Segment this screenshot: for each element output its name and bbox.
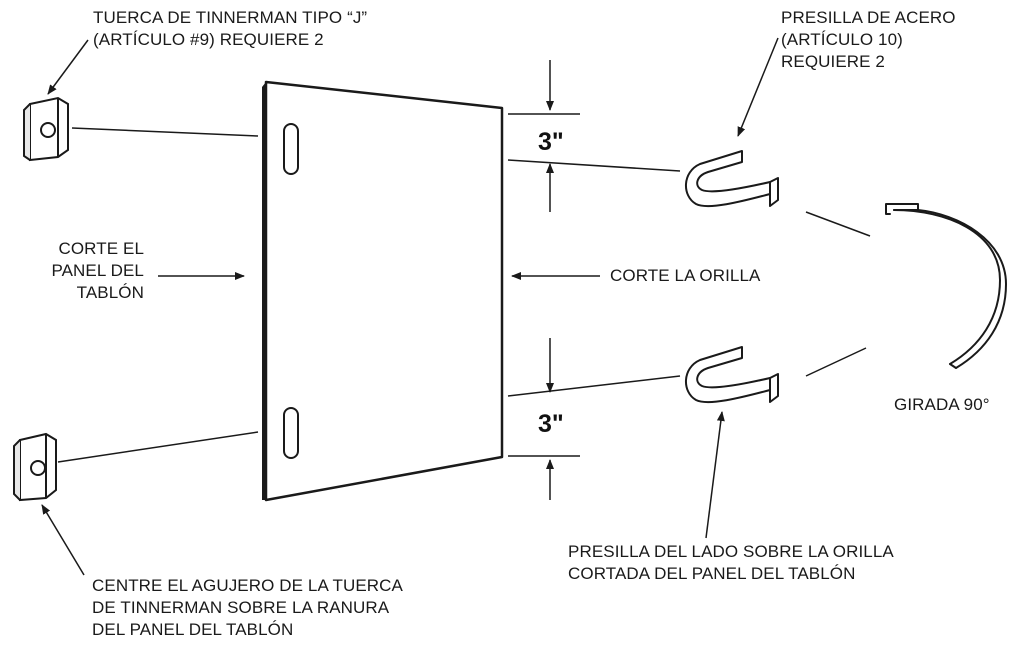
- label-clip-side: PRESILLA DEL LADO SOBRE LA ORILLA CORTAD…: [568, 542, 894, 583]
- label-cut-panel: CORTE EL PANEL DEL TABLÓN: [51, 239, 144, 302]
- label-rotated: GIRADA 90°: [894, 395, 990, 414]
- board-panel: [262, 80, 504, 502]
- steel-clip-bottom: [685, 346, 779, 404]
- rotated-clip-profile: [885, 203, 1007, 369]
- label-steel-clip: PRESILLA DE ACERO (ARTÍCULO 10) REQUIERE…: [781, 8, 956, 71]
- tinnerman-nut-bottom: [13, 432, 57, 502]
- label-center-hole: CENTRE EL AGUJERO DE LA TUERCA DE TINNER…: [92, 576, 403, 639]
- label-cut-edge: CORTE LA ORILLA: [610, 266, 761, 285]
- dimension-bottom: 3": [538, 410, 564, 438]
- dimension-top: 3": [538, 128, 564, 156]
- tinnerman-nut-top: [23, 96, 69, 162]
- label-tinnerman-nut: TUERCA DE TINNERMAN TIPO “J” (ARTÍCULO #…: [93, 8, 368, 49]
- panel-slot-bottom: [283, 407, 299, 459]
- steel-clip-top: [685, 150, 779, 208]
- panel-slot-top: [283, 123, 299, 175]
